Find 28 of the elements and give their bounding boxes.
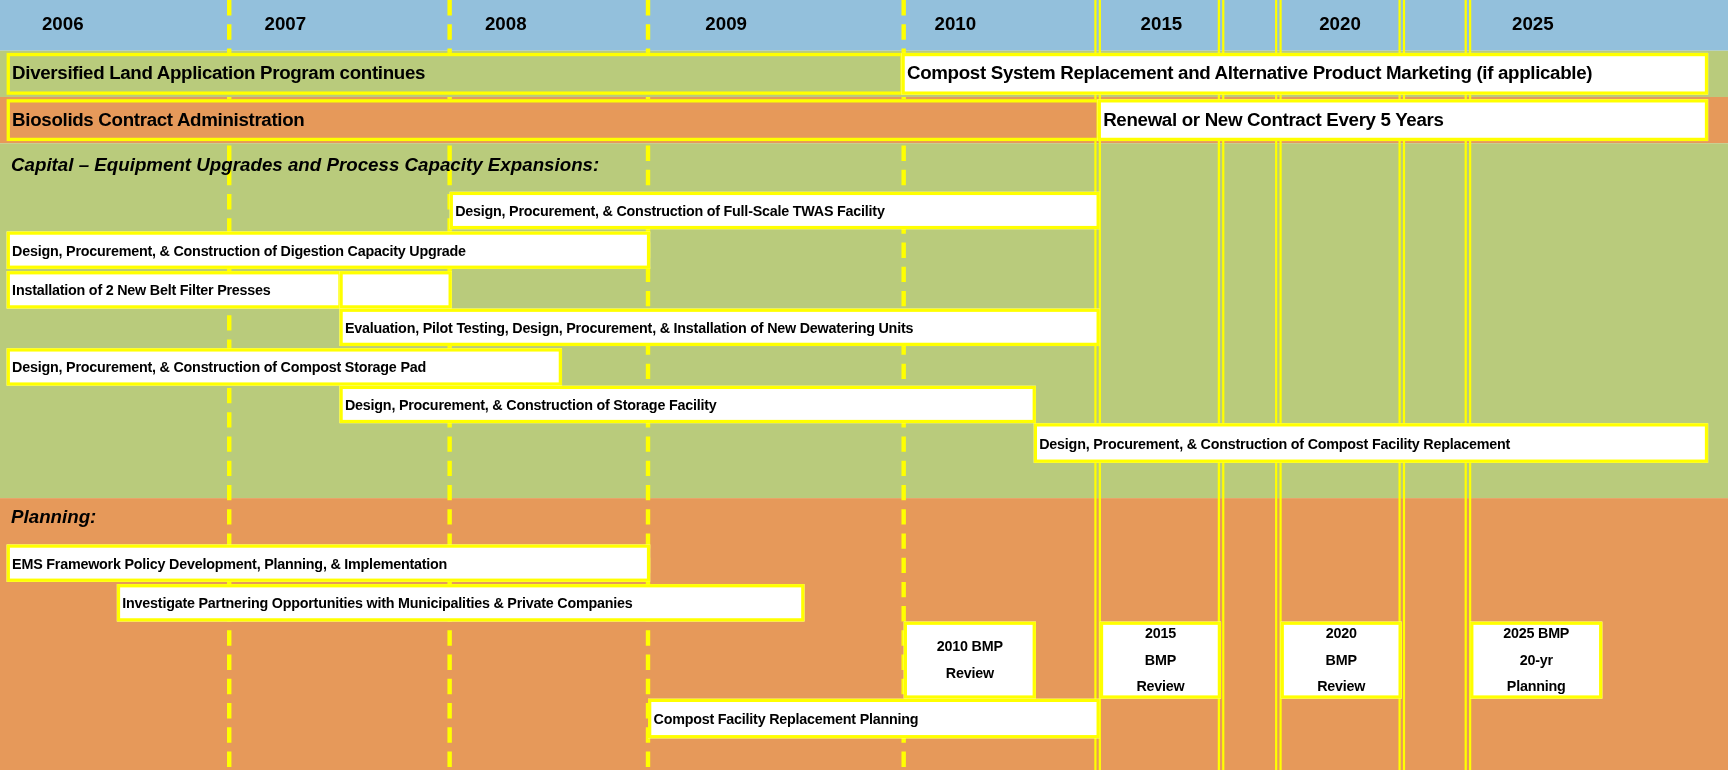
task-bar: EMS Framework Policy Development, Planning, & Implementation <box>6 544 651 582</box>
task-bar: Diversified Land Application Program continues <box>6 52 904 95</box>
task-bar: Design, Procurement, & Construction of Compost Storage Pad <box>6 348 563 386</box>
year-label: 2010 <box>934 13 977 36</box>
task-bar: Investigate Partnering Opportunities with Municipalities & Private Companies <box>116 584 805 622</box>
task-bar: Design, Procurement, & Construction of Compost Facility Replacement <box>1033 423 1709 463</box>
year-label: 2025 <box>1512 13 1554 36</box>
task-bar: Design, Procurement, & Construction of Storage Facility <box>339 385 1036 424</box>
year-label: 2007 <box>264 13 307 36</box>
task-bar: Compost System Replacement and Alternative Product Marketing (if applicable) <box>901 52 1709 95</box>
milestone-box: 2015 BMP Review <box>1099 621 1222 699</box>
task-bar: Design, Procurement, & Construction of Full-Scale TWAS Facility <box>449 191 1100 230</box>
year-label: 2015 <box>1140 13 1183 36</box>
year-label: 2020 <box>1319 13 1361 36</box>
year-label: 2008 <box>484 13 527 36</box>
task-bar: Design, Procurement, & Construction of Digestion Capacity Upgrade <box>6 231 651 269</box>
task-bar: Installation of 2 New Belt Filter Presses <box>6 271 342 309</box>
milestone-box: 2025 BMP 20-yr Planning <box>1470 621 1603 699</box>
milestone-box: 2010 BMP Review <box>903 621 1036 699</box>
task-bar: Evaluation, Pilot Testing, Design, Procurement, & Installation of New Dewatering Units <box>339 308 1100 347</box>
task-bar: Compost Facility Replacement Planning <box>648 698 1100 739</box>
section-heading: Capital – Equipment Upgrades and Process Capacity Expansions: <box>11 154 600 177</box>
task-bar: Renewal or New Contract Every 5 Years <box>1097 99 1709 142</box>
milestone-box: 2020 BMP Review <box>1280 621 1402 699</box>
task-bar: Biosolids Contract Administration <box>6 99 1100 142</box>
year-label: 2006 <box>41 13 84 36</box>
year-label: 2009 <box>705 13 747 36</box>
section-heading: Planning: <box>11 506 97 529</box>
